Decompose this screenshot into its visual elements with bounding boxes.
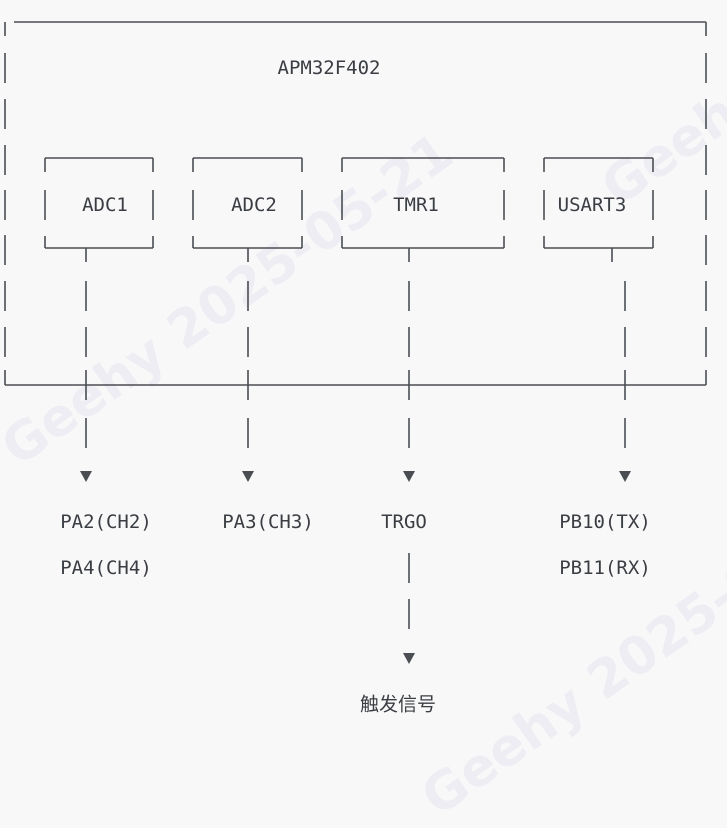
arrow-down-icon [242,471,254,482]
trigger-signal-label: 触发信号 [359,693,437,716]
pin-label: PA3(CH3) [222,511,314,533]
pin-label: PA2(CH2) [60,511,152,533]
signal-label: TRGO [381,511,427,533]
diagram-lines [4,21,707,664]
block-adc2: ADC2 [231,194,277,216]
pin-label: PB11(RX) [559,557,651,579]
arrow-down-icon [619,471,631,482]
arrow-down-icon [80,471,92,482]
pin-label: PB10(TX) [559,511,651,533]
pin-label: PA4(CH4) [60,557,152,579]
block-usart3: USART3 [557,194,627,216]
arrow-down-icon [403,653,415,664]
block-adc1: ADC1 [82,194,128,216]
chip-title: APM32F402 [277,57,381,79]
arrow-down-icon [403,471,415,482]
block-tmr1: TMR1 [393,194,439,216]
